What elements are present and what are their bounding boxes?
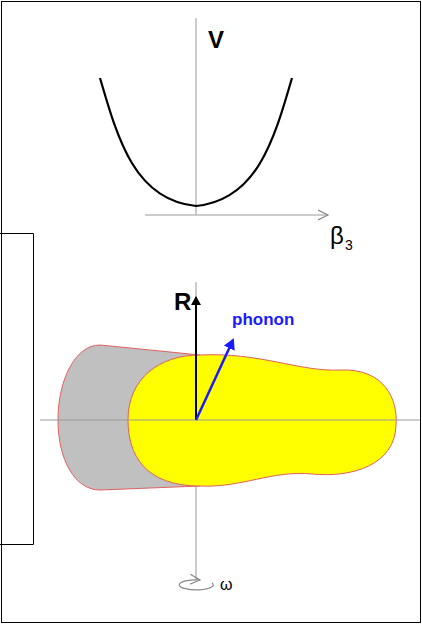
r-vector [195, 297, 197, 420]
side-panel-edge [0, 234, 34, 545]
axis-label: β [330, 224, 344, 248]
horizontal-axis [40, 420, 420, 421]
rotation-arrow [179, 580, 213, 590]
subscript: 3 [345, 238, 353, 252]
vector-label: R [174, 290, 191, 314]
rotation-label: ω [220, 577, 233, 593]
potential-curve [100, 78, 292, 206]
phonon-vector [196, 340, 233, 420]
beta-axis [145, 215, 328, 216]
axis-label: V [208, 28, 224, 52]
v-axis [196, 18, 197, 215]
vector-label: phonon [232, 311, 294, 328]
